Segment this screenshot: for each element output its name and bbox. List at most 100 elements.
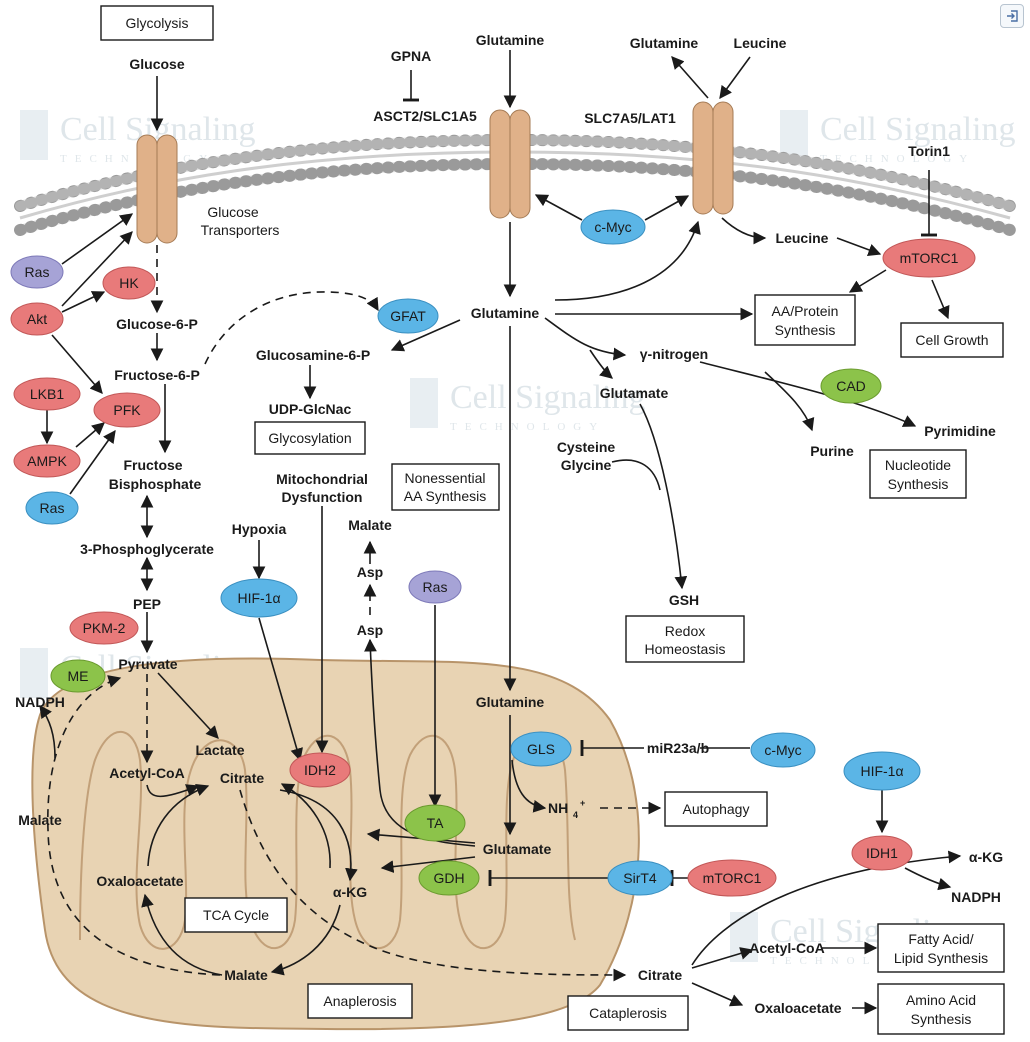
- svg-text:Synthesis: Synthesis: [888, 476, 949, 492]
- node-gls: GLS: [510, 731, 572, 767]
- svg-text:Anaplerosis: Anaplerosis: [323, 993, 396, 1009]
- svg-text:Synthesis: Synthesis: [911, 1011, 972, 1027]
- box-glycosylation: Glycosylation: [254, 421, 366, 455]
- label-citrate-cytosol: Citrate: [638, 967, 683, 983]
- label-fructose-6-p: Fructose-6-P: [114, 367, 200, 383]
- label-malate-mito: Malate: [224, 967, 268, 983]
- svg-text:Glycosylation: Glycosylation: [268, 430, 351, 446]
- svg-text:Cell Signaling: Cell Signaling: [450, 379, 646, 416]
- node-akt: Akt: [10, 302, 64, 336]
- svg-text:HIF-1α: HIF-1α: [237, 590, 280, 606]
- mitochondrion: [31, 657, 640, 1031]
- svg-text:CAD: CAD: [836, 378, 866, 394]
- svg-text:SirT4: SirT4: [623, 870, 657, 886]
- svg-text:LKB1: LKB1: [30, 386, 64, 402]
- box-redox-homeostasis: Redox Homeostasis: [625, 615, 745, 663]
- box-autophagy: Autophagy: [664, 791, 768, 827]
- svg-text:Nucleotide: Nucleotide: [885, 457, 951, 473]
- node-gfat: GFAT: [377, 298, 439, 334]
- label-glutamine-mito: Glutamine: [476, 694, 545, 710]
- lat1-transporter: [692, 101, 734, 215]
- label-acetyl-coa-mito: Acetyl-CoA: [109, 765, 184, 781]
- svg-text:TECHNOLOGY: TECHNOLOGY: [820, 153, 975, 165]
- node-ampk: AMPK: [13, 444, 81, 478]
- box-aa-protein-synthesis: AA/Protein Synthesis: [754, 294, 856, 346]
- label-mitochondrial: Mitochondrial: [276, 471, 368, 487]
- label-glutamate-cytosol: Glutamate: [600, 385, 669, 401]
- svg-text:mTORC1: mTORC1: [900, 250, 959, 266]
- box-cataplerosis: Cataplerosis: [567, 995, 689, 1031]
- svg-text:Ras: Ras: [423, 579, 448, 595]
- node-pkm-2: PKM-2: [69, 611, 139, 645]
- svg-text:TCA Cycle: TCA Cycle: [203, 907, 269, 923]
- node-c-myc-2: c-Myc: [750, 732, 816, 768]
- box-fatty-acid-synthesis: Fatty Acid/ Lipid Synthesis: [877, 923, 1005, 973]
- label-mir23: miR23a/b: [647, 740, 709, 756]
- svg-text:PKM-2: PKM-2: [83, 620, 126, 636]
- node-idh2: IDH2: [289, 752, 351, 788]
- svg-text:IDH1: IDH1: [866, 845, 898, 861]
- label-citrate-mito: Citrate: [220, 770, 265, 786]
- box-tca-cycle: TCA Cycle: [184, 897, 288, 933]
- svg-text:GFAT: GFAT: [390, 308, 426, 324]
- label-oxaloacetate-right: Oxaloacetate: [754, 1000, 841, 1016]
- label-lactate: Lactate: [195, 742, 244, 758]
- svg-text:ME: ME: [68, 668, 89, 684]
- svg-text:Synthesis: Synthesis: [775, 322, 836, 338]
- svg-text:GLS: GLS: [527, 741, 555, 757]
- svg-text:Autophagy: Autophagy: [683, 801, 750, 817]
- label-glutamine-mid: Glutamine: [471, 305, 540, 321]
- label-pyrimidine: Pyrimidine: [924, 423, 996, 439]
- label-akg-right: α-KG: [969, 849, 1003, 865]
- label-glutamine-out: Glutamine: [630, 35, 699, 51]
- label-nadph-left: NADPH: [15, 694, 65, 710]
- node-sirt4: SirT4: [607, 860, 673, 896]
- svg-text:Akt: Akt: [27, 311, 47, 327]
- label-asp-bottom: Asp: [357, 622, 383, 638]
- svg-text:mTORC1: mTORC1: [703, 870, 762, 886]
- label-udp-glcnac: UDP-GlcNac: [269, 401, 352, 417]
- node-hk: HK: [102, 266, 156, 300]
- node-gdh: GDH: [418, 860, 480, 896]
- svg-text:Fatty Acid/: Fatty Acid/: [908, 931, 973, 947]
- svg-text:TECHNOLOGY: TECHNOLOGY: [450, 421, 605, 433]
- label-cysteine: Cysteine: [557, 439, 616, 455]
- svg-text:Glycolysis: Glycolysis: [125, 15, 188, 31]
- exit-button[interactable]: [1000, 4, 1024, 28]
- svg-text:Bisphosphate: Bisphosphate: [109, 476, 202, 492]
- label-leucine: Leucine: [776, 230, 829, 246]
- node-hif-1a-2: HIF-1α: [843, 751, 921, 791]
- label-leucine-in: Leucine: [734, 35, 787, 51]
- svg-text:AMPK: AMPK: [27, 453, 67, 469]
- svg-text:AA Synthesis: AA Synthesis: [404, 488, 487, 504]
- node-ras-1: Ras: [10, 255, 64, 289]
- label-gsh: GSH: [669, 592, 699, 608]
- node-me: ME: [50, 659, 106, 693]
- node-hif-1a-1: HIF-1α: [220, 578, 298, 618]
- node-idh1: IDH1: [851, 835, 913, 871]
- box-glycolysis: Glycolysis: [100, 5, 214, 41]
- svg-text:c-Myc: c-Myc: [764, 742, 801, 758]
- metabolite-labels: Glucose Glucose Transporters Glucose-6-P…: [15, 32, 1003, 1016]
- label-hypoxia: Hypoxia: [232, 521, 287, 537]
- svg-text:+: +: [580, 798, 585, 808]
- box-anaplerosis: Anaplerosis: [307, 983, 413, 1019]
- label-glutamine-top: Glutamine: [476, 32, 545, 48]
- glucose-transporter: [136, 134, 178, 244]
- label-akg-mito: α-KG: [333, 884, 367, 900]
- svg-text:Redox: Redox: [665, 623, 705, 639]
- node-pfk: PFK: [93, 392, 161, 428]
- node-c-myc-1: c-Myc: [580, 209, 646, 245]
- label-glycine: Glycine: [561, 457, 612, 473]
- svg-text:Homeostasis: Homeostasis: [645, 641, 726, 657]
- label-nadph-right: NADPH: [951, 889, 1001, 905]
- box-nonessential-aa: Nonessential AA Synthesis: [391, 463, 500, 511]
- label-purine: Purine: [810, 443, 854, 459]
- label-asp-top: Asp: [357, 564, 383, 580]
- node-mtorc1-top: mTORC1: [882, 238, 976, 278]
- svg-text:Lipid Synthesis: Lipid Synthesis: [894, 950, 988, 966]
- node-ras-2: Ras: [25, 491, 79, 525]
- label-malate-left: Malate: [18, 812, 62, 828]
- svg-text:Ras: Ras: [40, 500, 65, 516]
- svg-text:PFK: PFK: [113, 402, 141, 418]
